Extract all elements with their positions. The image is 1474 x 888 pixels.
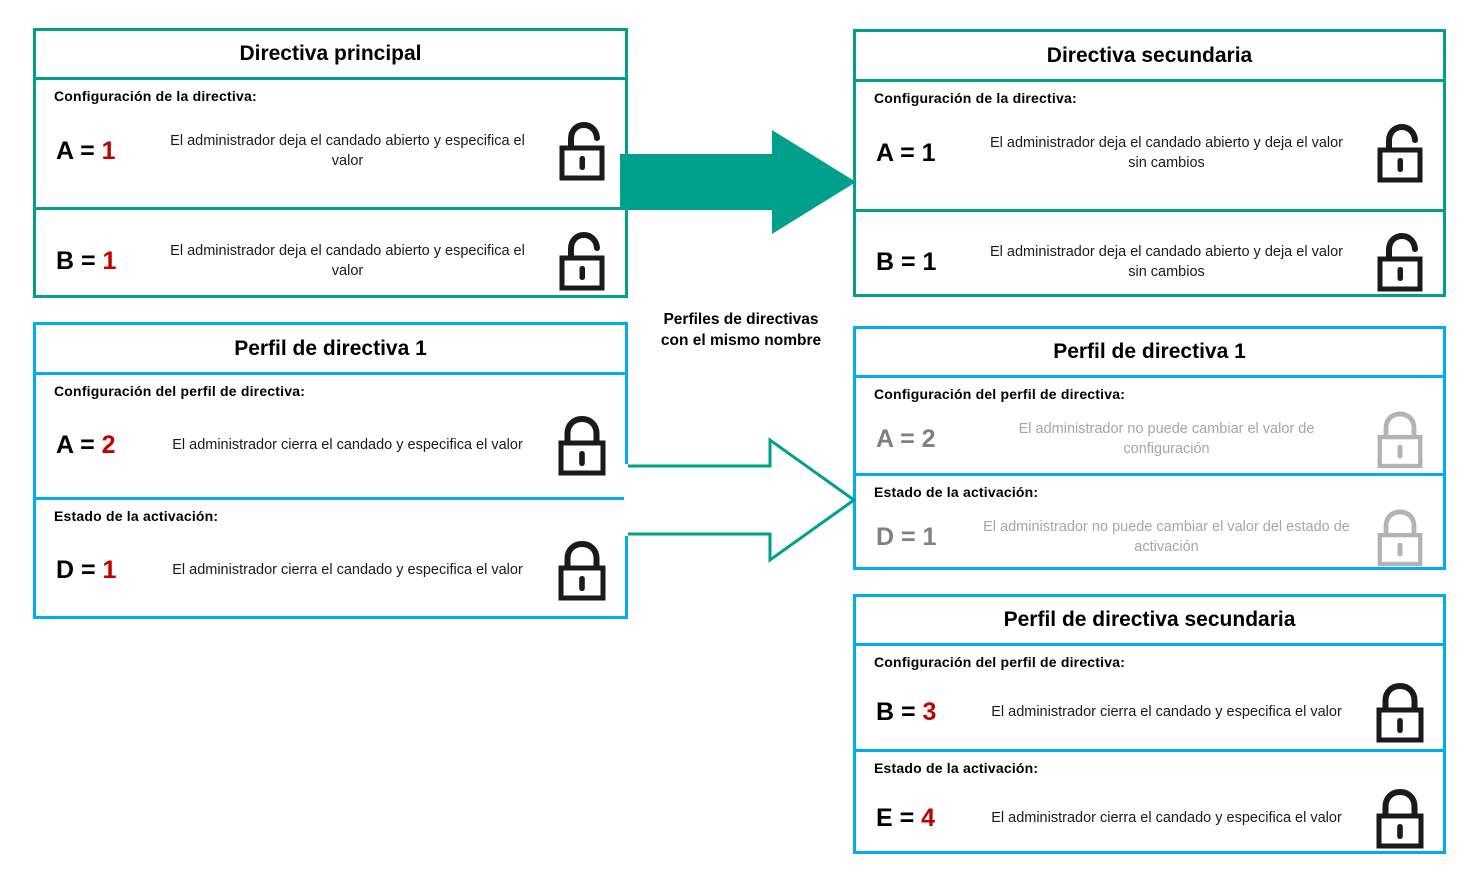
section-label-profile-right-config: Configuración del perfil de directiva: [874,386,1126,402]
unlock-icon [1357,231,1443,293]
kv-key: A = [56,136,102,165]
box-title-child-policy-profile: Perfil de directiva secundaria [856,597,1443,646]
kv-value: 3 [922,697,937,726]
desc-child-A: El administrador deja el candado abierto… [989,135,1344,171]
section-profile-right-config: Configuración del perfil de directiva: A… [856,378,1443,473]
kv-child-B: B = 1 [856,248,976,277]
kv-child-A: A = 1 [856,139,976,168]
section-child-policy-settings: Configuración de la directiva: A = 1 El … [856,82,1443,209]
kv-key: A = [876,424,922,453]
row-profile-right-A: A = 2 El administrador no puede cambiar … [856,408,1443,470]
desc-child-profile-E: El administrador cierra el candado y esp… [991,810,1342,826]
kv-key: D = [876,522,923,551]
kv-parent-B: B = 1 [36,247,156,276]
kv-profile-right-A: A = 2 [856,425,976,454]
desc-child-profile-B: El administrador cierra el candado y esp… [991,704,1342,720]
lock-icon [1357,680,1443,744]
row-child-profile-E: E = 4 El administrador cierra el candado… [856,786,1443,850]
kv-value: 4 [921,803,936,832]
row-child-A: A = 1 El administrador deja el candado a… [856,122,1443,184]
row-child-profile-B: B = 3 El administrador cierra el candado… [856,680,1443,744]
kv-key: B = [56,246,103,275]
section-profile-right-activation: Estado de la activación: D = 1 El admini… [856,473,1443,567]
section-label-child-profile-activation: Estado de la activación: [874,760,1039,776]
section-label-profile-left-activation: Estado de la activación: [54,508,219,524]
kv-key: A = [876,138,922,167]
kv-value: 2 [101,430,116,459]
section-label-profile-right-activation: Estado de la activación: [874,484,1039,500]
desc-child-B: El administrador deja el candado abierto… [989,244,1344,280]
box-parent-policy: Directiva principal Configuración de la … [33,28,628,298]
box-child-policy-profile: Perfil de directiva secundaria Configura… [853,594,1446,854]
section-label-child-policy: Configuración de la directiva: [874,90,1077,106]
kv-profile-right-D: D = 1 [856,523,976,552]
box-policy-profile-right: Perfil de directiva 1 Configuración del … [853,326,1446,570]
unlock-icon [539,120,625,182]
box-title-child-policy: Directiva secundaria [856,32,1443,82]
desc-profile-right-A: El administrador no puede cambiar el val… [1018,421,1315,457]
outlined-right-arrow [624,437,857,563]
section-profile-left-activation: Estado de la activación: D = 1 El admini… [36,497,625,619]
section-label-parent-policy: Configuración de la directiva: [54,88,257,104]
section-parent-policy-settings: Configuración de la directiva: A = 1 El … [36,80,625,207]
kv-profile-left-A: A = 2 [36,431,156,460]
box-title-policy-profile-right: Perfil de directiva 1 [856,329,1443,378]
kv-value: 1 [101,136,116,165]
row-parent-A: A = 1 El administrador deja el candado a… [36,120,625,182]
box-policy-profile-left: Perfil de directiva 1 Configuración del … [33,322,628,619]
solid-right-arrow [620,130,856,234]
kv-value: 1 [922,247,937,276]
kv-key: A = [56,430,102,459]
box-title-policy-profile-left: Perfil de directiva 1 [36,325,625,375]
row-profile-left-A: A = 2 El administrador cierra el candado… [36,413,625,477]
unlock-icon [539,230,625,292]
section-child-policy-B: B = 1 El administrador deja el candado a… [856,209,1443,294]
section-child-profile-activation: Estado de la activación: E = 4 El admini… [856,749,1443,851]
box-title-parent-policy: Directiva principal [36,31,625,80]
section-label-profile-left-config: Configuración del perfil de directiva: [54,383,306,399]
kv-key: B = [876,247,923,276]
kv-value: 1 [102,555,117,584]
kv-child-profile-B: B = 3 [856,698,976,727]
row-child-B: B = 1 El administrador deja el candado a… [856,231,1443,293]
desc-parent-B: El administrador deja el candado abierto… [170,243,525,279]
lock-icon [1357,408,1443,470]
caption-line-1: Perfiles de directivas [663,311,819,328]
kv-key: D = [56,555,103,584]
section-profile-left-config: Configuración del perfil de directiva: A… [36,375,625,497]
center-caption: Perfiles de directivas con el mismo nomb… [636,310,846,352]
unlock-icon [1357,122,1443,184]
desc-parent-A: El administrador deja el candado abierto… [170,133,525,169]
desc-profile-right-D: El administrador no puede cambiar el val… [983,519,1350,555]
lock-icon [1357,786,1443,850]
desc-profile-left-A: El administrador cierra el candado y esp… [172,437,523,453]
caption-line-2: con el mismo nombre [660,331,822,349]
lock-icon [1357,506,1443,568]
row-profile-left-D: D = 1 El administrador cierra el candado… [36,538,625,602]
kv-profile-left-D: D = 1 [36,556,156,585]
desc-profile-left-D: El administrador cierra el candado y esp… [172,562,523,578]
box-child-policy: Directiva secundaria Configuración de la… [853,29,1446,297]
lock-icon [539,538,625,602]
kv-value: 2 [921,424,936,453]
row-profile-right-D: D = 1 El administrador no puede cambiar … [856,506,1443,568]
row-parent-B: B = 1 El administrador deja el candado a… [36,230,625,292]
section-label-child-profile-config: Configuración del perfil de directiva: [874,654,1126,670]
kv-key: B = [876,697,923,726]
kv-value: 1 [921,138,936,167]
kv-parent-A: A = 1 [36,137,156,166]
lock-icon [539,413,625,477]
section-child-profile-config: Configuración del perfil de directiva: B… [856,646,1443,749]
section-parent-policy-B: B = 1 El administrador deja el candado a… [36,207,625,295]
kv-key: E = [876,803,922,832]
kv-value: 1 [922,522,937,551]
kv-child-profile-E: E = 4 [856,804,976,833]
kv-value: 1 [102,246,117,275]
